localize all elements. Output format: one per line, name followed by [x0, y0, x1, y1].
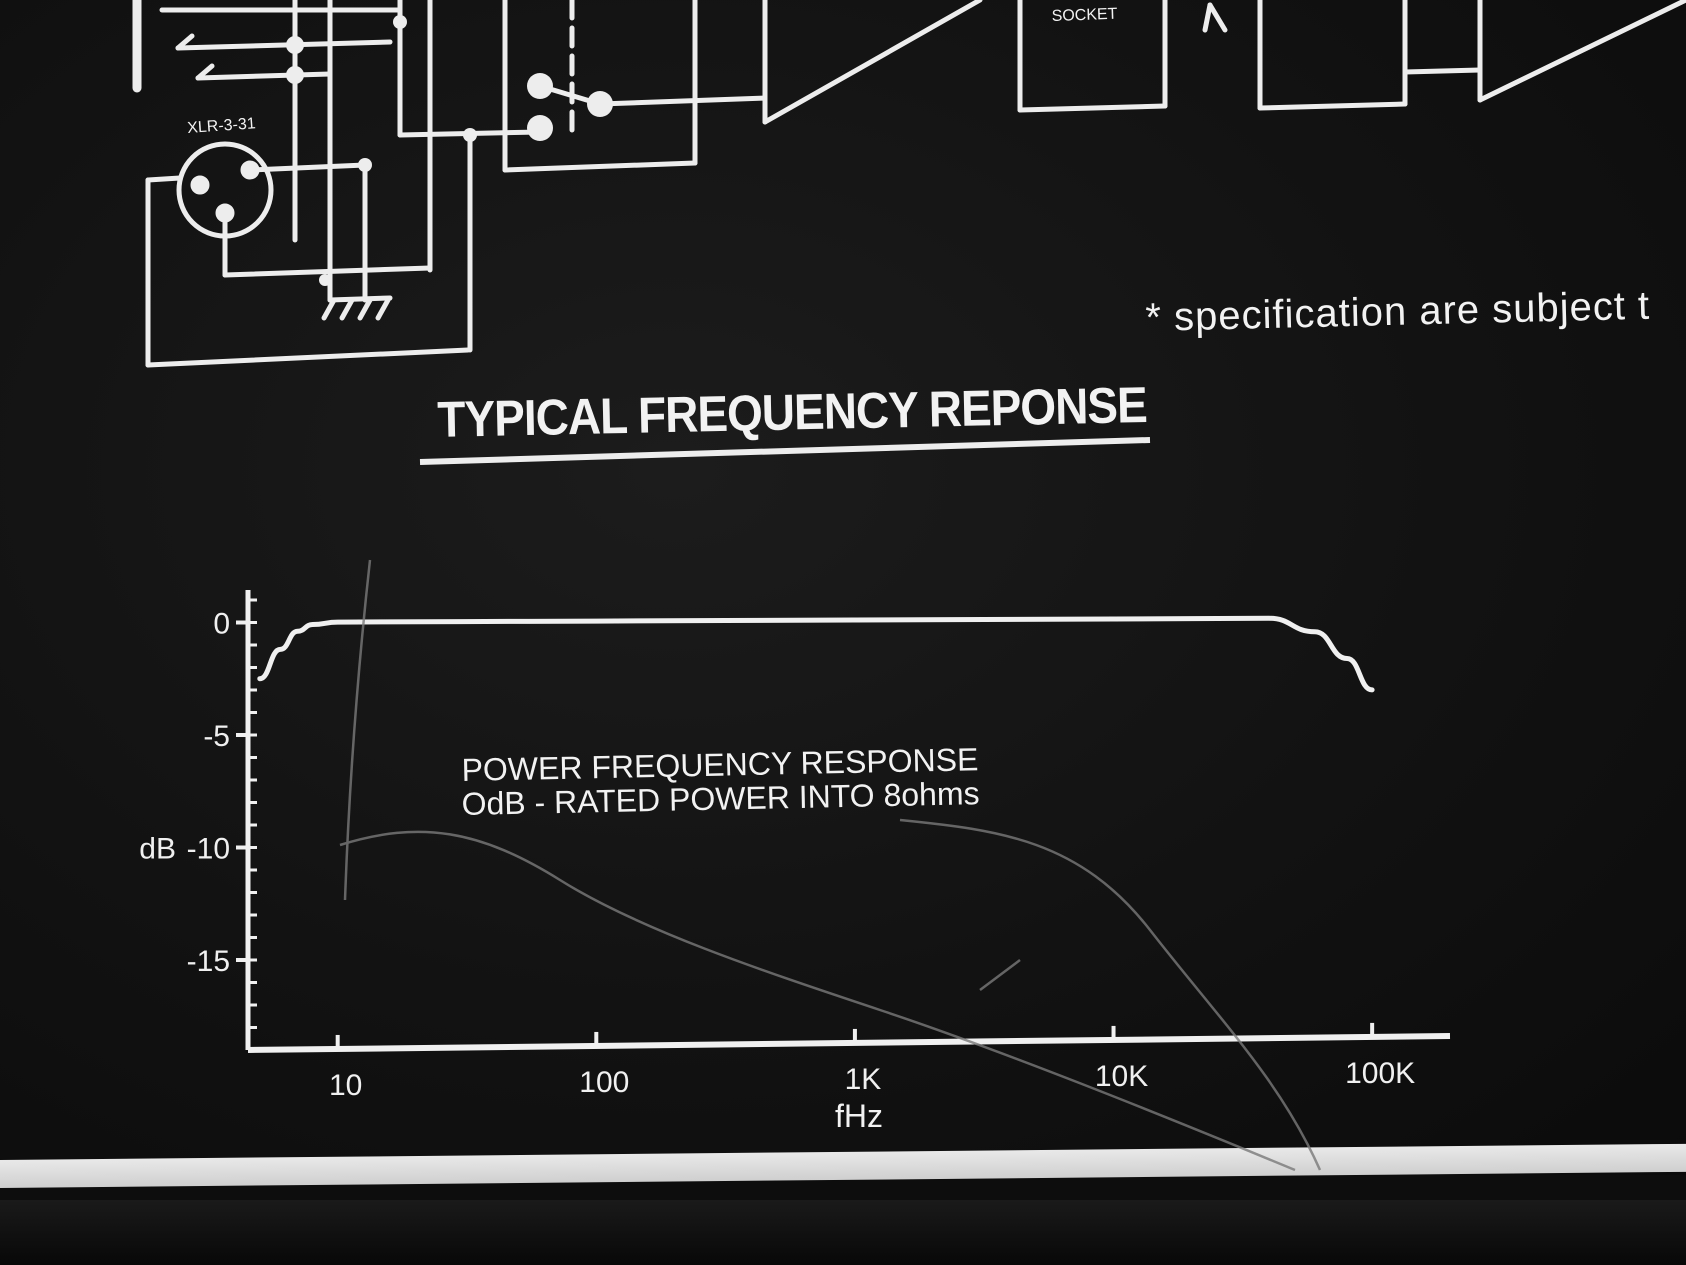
y-tick-label: 0 — [213, 608, 230, 641]
x-tick-label: 1K — [845, 1063, 882, 1096]
x-tick-label: 10 — [329, 1069, 362, 1102]
chart-series — [257, 615, 1375, 693]
x-tick-label: 100 — [579, 1066, 629, 1099]
x-axis-label: fHz — [835, 1098, 883, 1134]
y-tick-label: -5 — [203, 720, 230, 753]
x-axis-ticks: 10 100 1K 10K 100K — [329, 1022, 1415, 1102]
surface-scratches — [339, 559, 1322, 1172]
x-tick-label: 100K — [1345, 1057, 1415, 1090]
y-tick-label: -10 — [187, 833, 230, 866]
equipment-panel — [0, 0, 1686, 1175]
x-axis-line — [247, 1033, 1451, 1053]
frequency-response-curve — [257, 615, 1375, 693]
y-tick-label: -15 — [187, 945, 230, 978]
y-axis-ticks: 0 -5 -10 -15 dB — [139, 598, 257, 1052]
x-tick-label: 10K — [1095, 1060, 1148, 1093]
chart-axes — [245, 590, 1451, 1053]
y-axis-label: dB — [139, 833, 176, 866]
cabinet-bottom — [0, 1200, 1686, 1265]
